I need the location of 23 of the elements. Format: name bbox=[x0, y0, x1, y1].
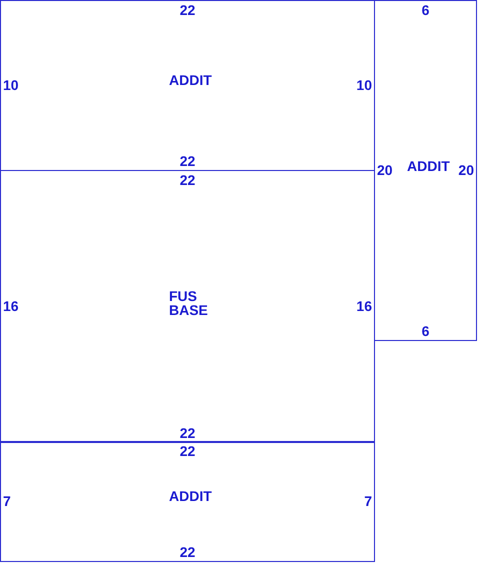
dimension-label: 6 bbox=[422, 324, 430, 338]
room-label: FUS BASE bbox=[169, 289, 209, 317]
dimension-label: 16 bbox=[356, 298, 372, 312]
dimension-label: 22 bbox=[180, 545, 196, 559]
room-outline bbox=[0, 170, 375, 443]
dimension-label: 22 bbox=[180, 173, 196, 187]
dimension-label: 16 bbox=[3, 298, 19, 312]
dimension-label: 7 bbox=[364, 494, 372, 508]
room-outline bbox=[0, 0, 375, 171]
dimension-label: 10 bbox=[356, 78, 372, 92]
dimension-label: 22 bbox=[180, 3, 196, 17]
dimension-label: 22 bbox=[180, 444, 196, 458]
dimension-label: 6 bbox=[422, 3, 430, 17]
dimension-label: 7 bbox=[3, 494, 11, 508]
dimension-label: 10 bbox=[3, 78, 19, 92]
dimension-label: 22 bbox=[180, 426, 196, 440]
room-label: ADDIT bbox=[169, 73, 213, 87]
dimension-label: 22 bbox=[180, 154, 196, 168]
room-outline bbox=[0, 441, 375, 562]
room-outline bbox=[374, 0, 477, 341]
room-label: ADDIT bbox=[169, 489, 213, 503]
dimension-label: 20 bbox=[377, 162, 393, 176]
dimension-label: 20 bbox=[458, 162, 474, 176]
